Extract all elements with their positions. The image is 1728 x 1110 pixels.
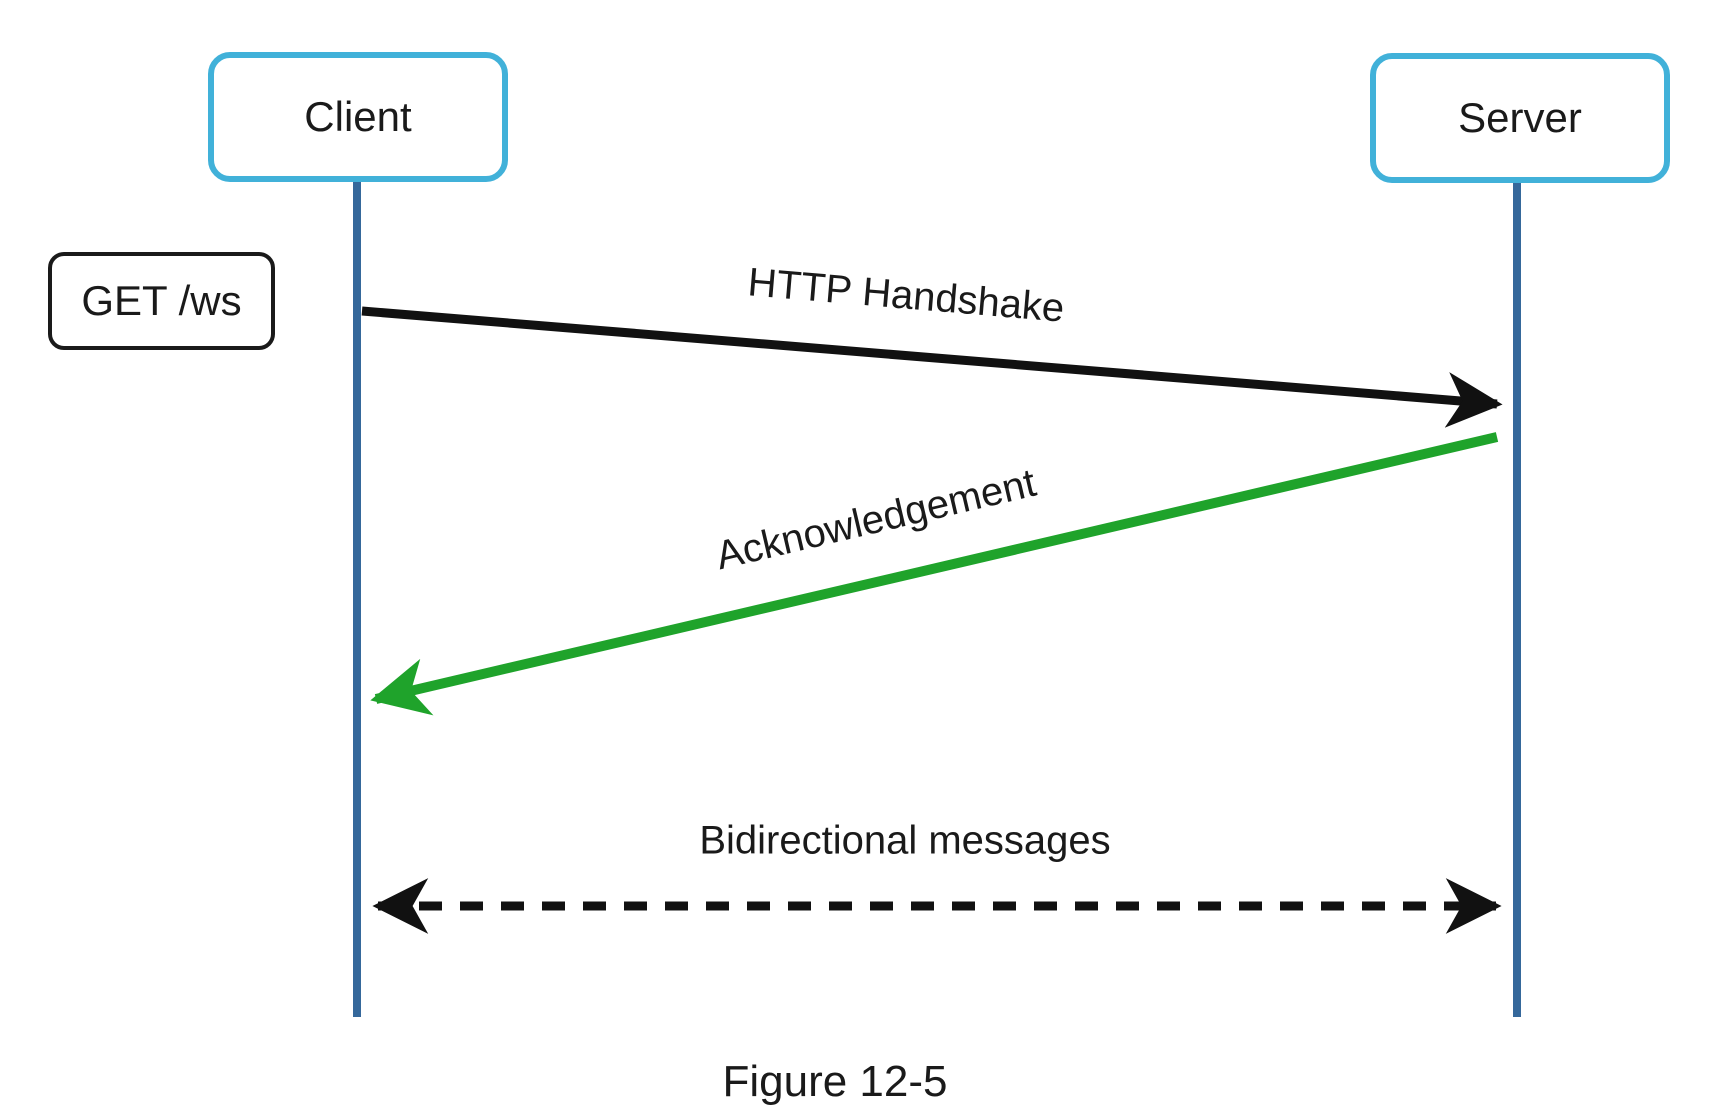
client-actor-box: Client (208, 52, 508, 182)
server-actor-box: Server (1370, 53, 1670, 183)
bidirectional-label: Bidirectional messages (699, 818, 1111, 863)
request-note-label: GET /ws (81, 277, 242, 324)
client-actor-label: Client (304, 93, 412, 140)
server-actor-label: Server (1458, 94, 1582, 141)
http-handshake-arrow (361, 306, 1503, 428)
request-note-box: GET /ws (48, 252, 275, 350)
figure-caption: Figure 12-5 (722, 1057, 948, 1106)
acknowledgement-arrow (370, 432, 1499, 716)
